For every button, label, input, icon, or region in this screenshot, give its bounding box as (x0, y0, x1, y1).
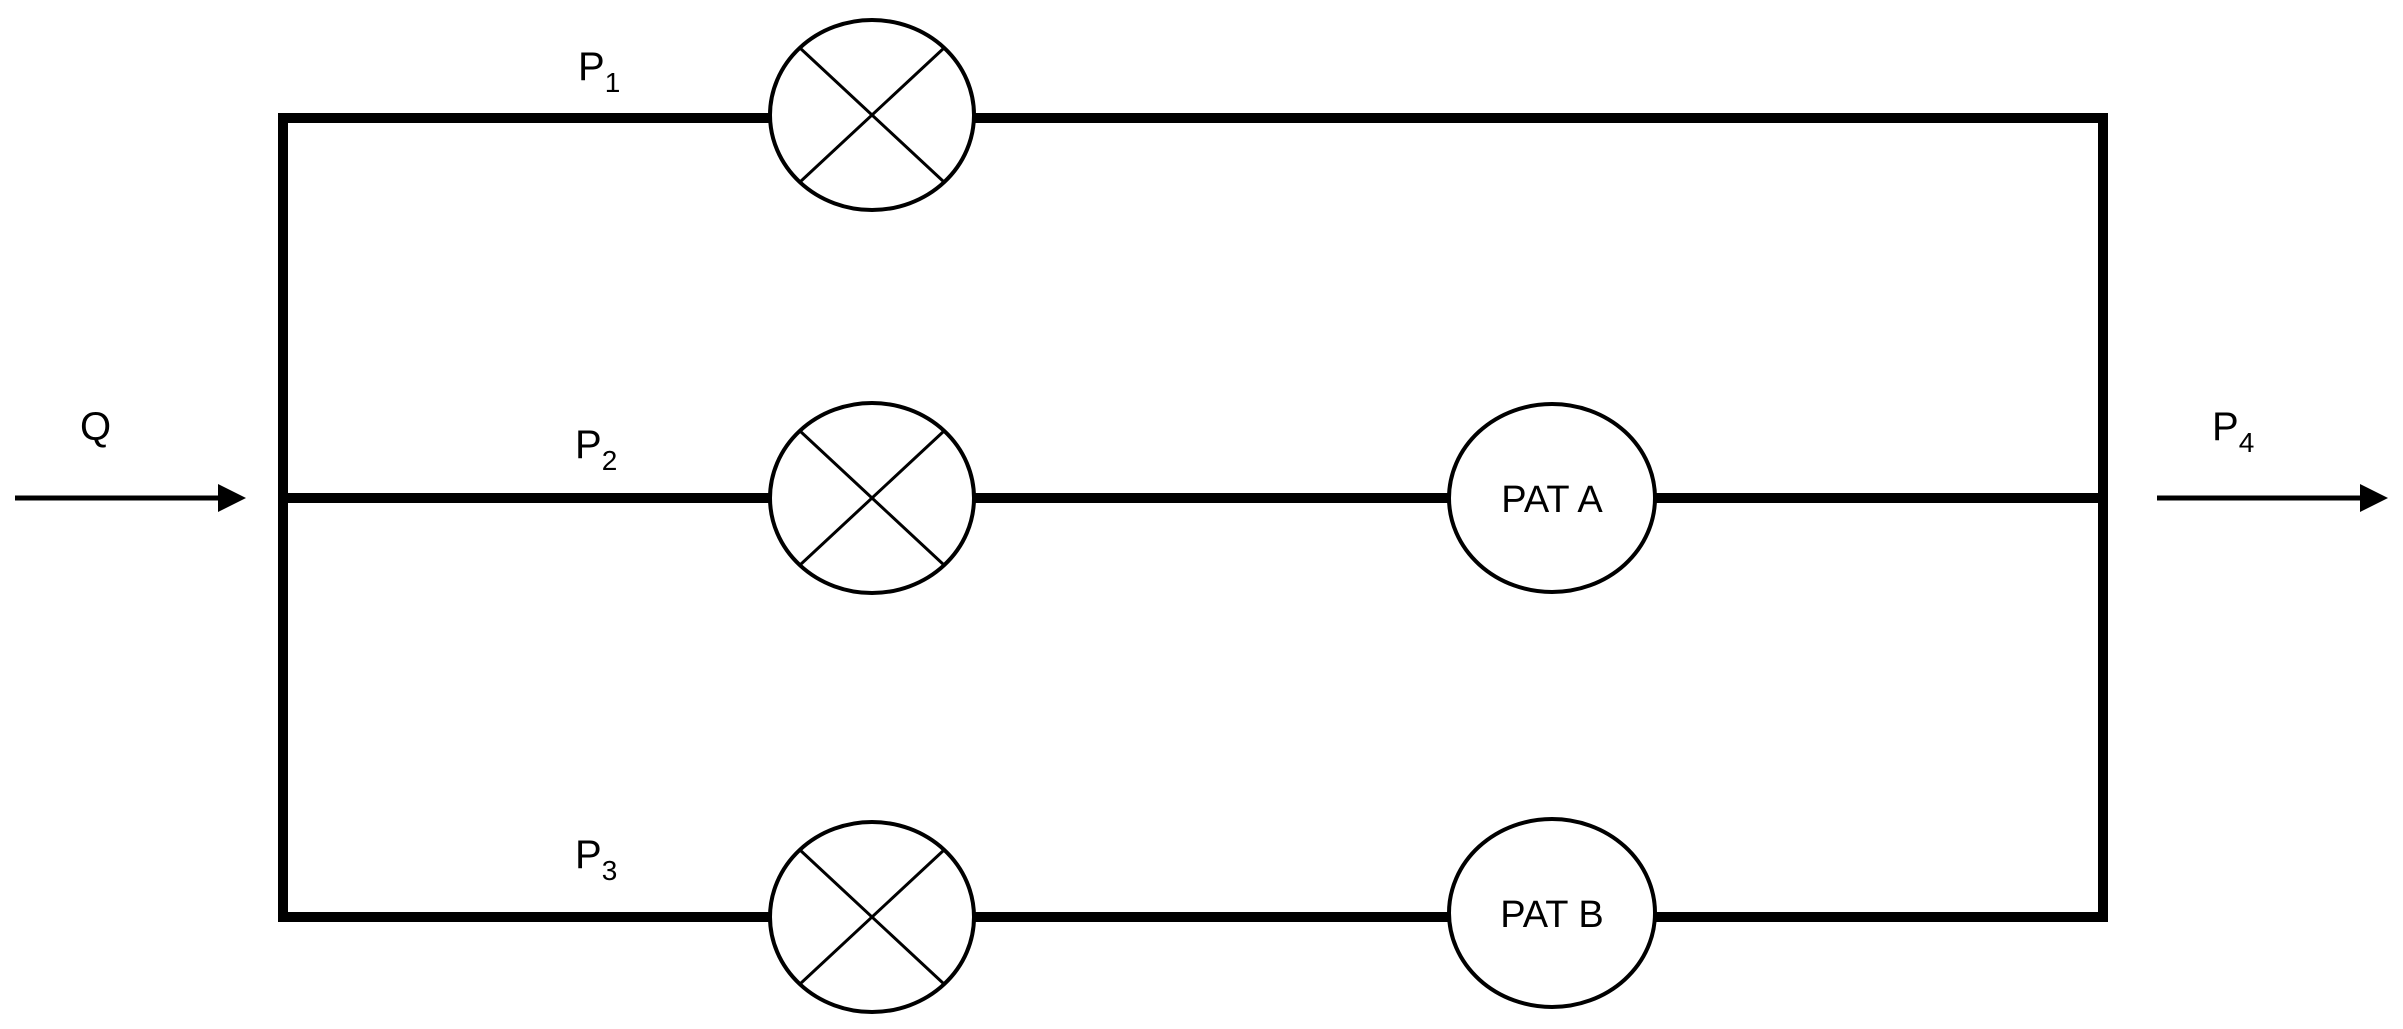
pat-b-unit: PAT B (1447, 817, 1657, 1009)
inflow-arrow (15, 484, 246, 512)
branch-1-label: P1 (578, 45, 620, 98)
branch-2-label: P2 (575, 423, 617, 476)
pat-a-label: PAT A (1501, 479, 1603, 521)
pat-b-label: PAT B (1500, 894, 1603, 936)
branch-3-label: P3 (575, 833, 617, 886)
inflow-label: Q (80, 405, 111, 449)
branch-3-valve-icon (768, 820, 976, 1014)
pat-a-unit: PAT A (1447, 402, 1657, 594)
outflow-label: P4 (2212, 405, 2254, 458)
branch-1-valve-icon (768, 18, 976, 212)
outflow-arrow (2157, 484, 2388, 512)
branch-2-valve-icon (768, 401, 976, 595)
